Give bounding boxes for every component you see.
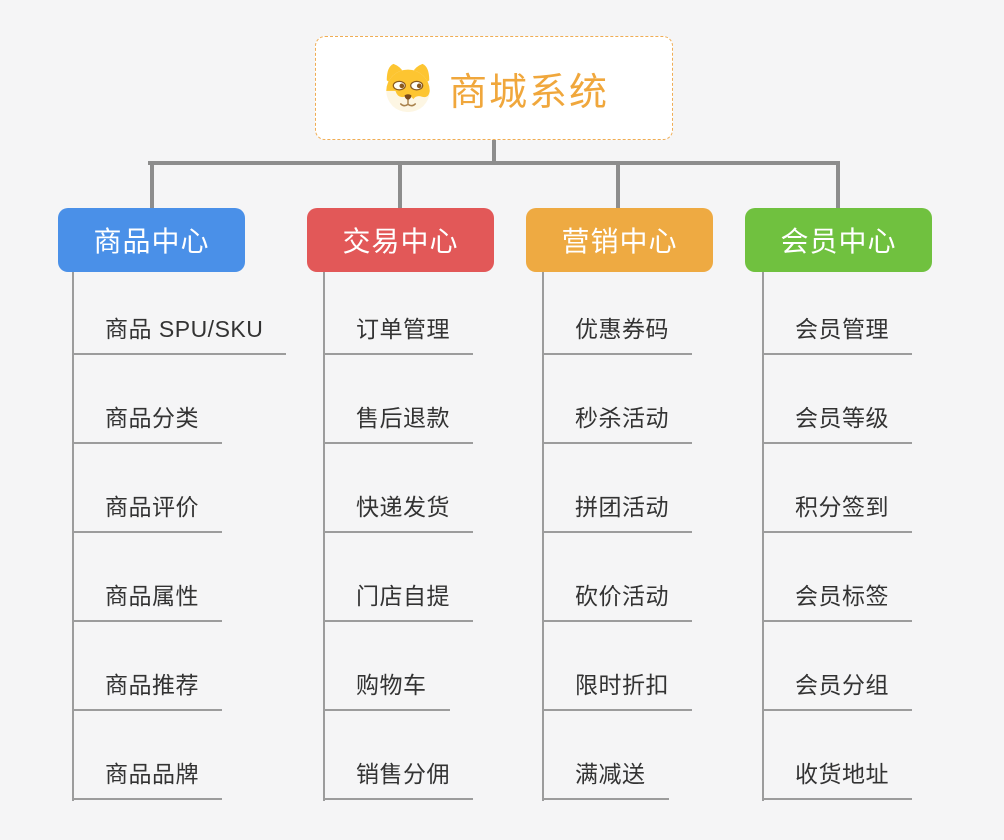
connector-column-line xyxy=(72,272,74,801)
connector-branch-stub xyxy=(150,163,154,208)
connector-column-line xyxy=(762,272,764,801)
dog-face-icon xyxy=(386,63,430,113)
root-title: 商城系统 xyxy=(448,71,609,114)
branch-label: 会员中心 xyxy=(780,226,897,257)
leaf-node[interactable]: 商品属性 xyxy=(72,577,222,622)
leaf-node[interactable]: 商品评价 xyxy=(72,488,222,533)
leaf-node[interactable]: 限时折扣 xyxy=(542,666,692,711)
leaf-node[interactable]: 购物车 xyxy=(323,666,450,711)
branch-node-product-center[interactable]: 商品中心 xyxy=(58,208,245,272)
connector-trunk xyxy=(148,161,840,165)
root-node[interactable]: 商城系统 xyxy=(315,36,673,140)
leaf-node[interactable]: 积分签到 xyxy=(762,488,912,533)
branch-node-member-center[interactable]: 会员中心 xyxy=(745,208,932,272)
branch-label: 交易中心 xyxy=(342,226,459,257)
leaf-node[interactable]: 门店自提 xyxy=(323,577,473,622)
leaf-node[interactable]: 会员管理 xyxy=(762,310,912,355)
leaf-node[interactable]: 订单管理 xyxy=(323,310,473,355)
connector-branch-stub xyxy=(398,163,402,208)
connector-column-line xyxy=(323,272,325,801)
leaf-node[interactable]: 砍价活动 xyxy=(542,577,692,622)
branch-node-trade-center[interactable]: 交易中心 xyxy=(307,208,494,272)
leaf-node[interactable]: 商品推荐 xyxy=(72,666,222,711)
leaf-node[interactable]: 满减送 xyxy=(542,755,669,800)
leaf-node[interactable]: 销售分佣 xyxy=(323,755,473,800)
leaf-node[interactable]: 商品品牌 xyxy=(72,755,222,800)
leaf-node[interactable]: 售后退款 xyxy=(323,399,473,444)
leaf-node[interactable]: 收货地址 xyxy=(762,755,912,800)
leaf-node[interactable]: 快递发货 xyxy=(323,488,473,533)
leaf-node[interactable]: 商品 SPU/SKU xyxy=(72,310,287,355)
leaf-node[interactable]: 拼团活动 xyxy=(542,488,692,533)
connector-branch-stub xyxy=(616,163,620,208)
leaf-node[interactable]: 商品分类 xyxy=(72,399,222,444)
connector-branch-stub xyxy=(836,163,840,208)
leaf-node[interactable]: 会员分组 xyxy=(762,666,912,711)
branch-node-marketing-center[interactable]: 营销中心 xyxy=(526,208,713,272)
leaf-node[interactable]: 会员等级 xyxy=(762,399,912,444)
leaf-node[interactable]: 会员标签 xyxy=(762,577,912,622)
branch-label: 商品中心 xyxy=(93,226,210,257)
connector-root-stub xyxy=(492,139,496,163)
connector-column-line xyxy=(542,272,544,801)
branch-label: 营销中心 xyxy=(561,226,678,257)
leaf-node[interactable]: 秒杀活动 xyxy=(542,399,692,444)
leaf-node[interactable]: 优惠券码 xyxy=(542,310,692,355)
